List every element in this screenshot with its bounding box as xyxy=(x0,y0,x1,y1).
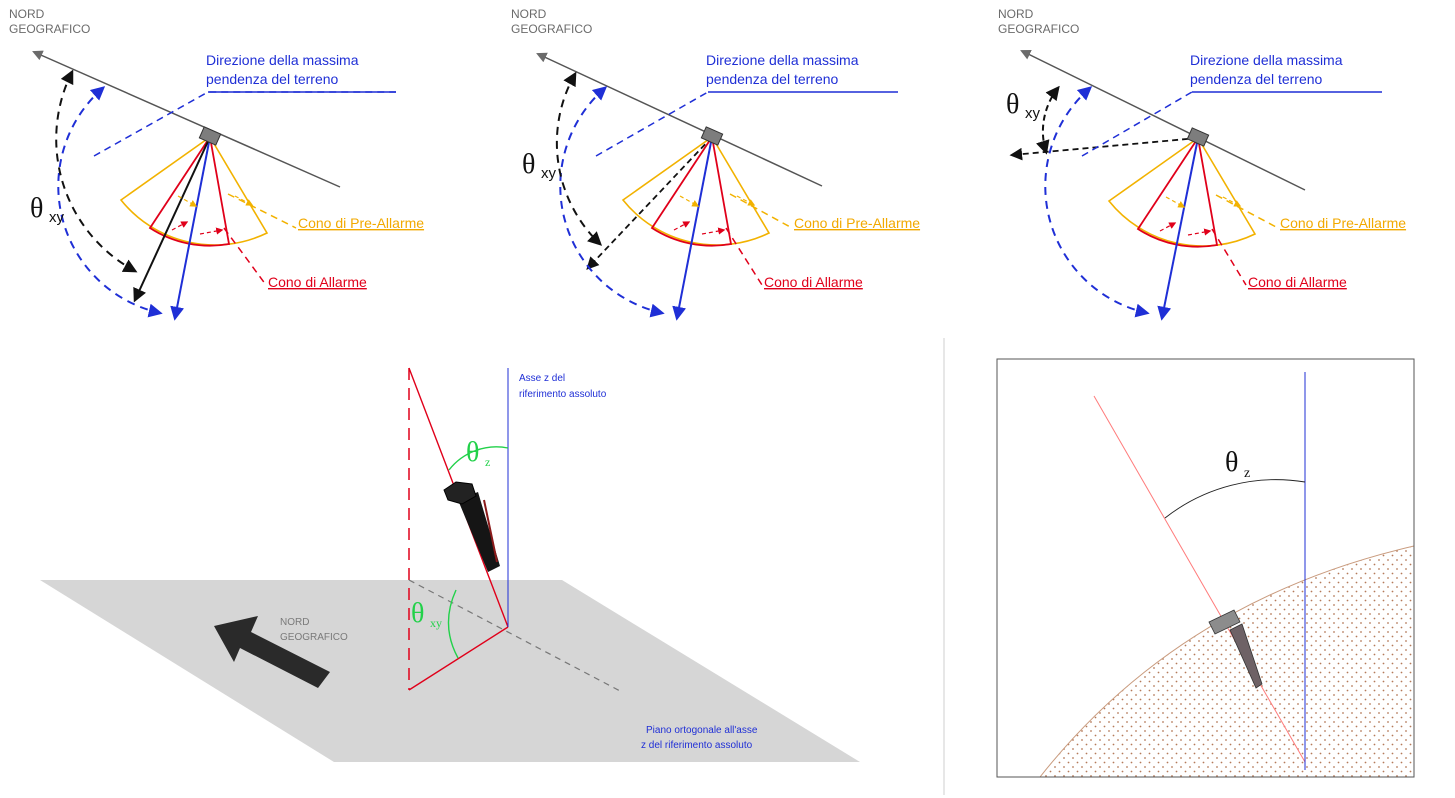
theta-xy-arc xyxy=(55,69,138,273)
north-reference-dashed-line xyxy=(408,579,623,693)
prealarm-leader-line xyxy=(1215,194,1279,229)
alarm-leader-line xyxy=(725,227,763,286)
north-axis-line xyxy=(1020,49,1306,191)
sensor-head xyxy=(1208,609,1241,635)
sensor-head xyxy=(198,126,222,146)
slope-angle-arc xyxy=(1044,86,1150,318)
alarm-arc-marker xyxy=(171,221,189,231)
prealarm-label: Cono di Pre-Allarme xyxy=(298,215,424,231)
alarm-leader-line xyxy=(1211,228,1247,286)
slope-label-line2: pendenza del terreno xyxy=(1190,71,1323,87)
prealarm-leader-line xyxy=(729,193,793,229)
theta-z-subscript: z xyxy=(485,455,490,469)
prealarm-arc-marker xyxy=(736,195,756,206)
north-label-line2: GEOGRAFICO xyxy=(9,22,90,36)
sensor-rod xyxy=(458,492,500,572)
sensor-direction-arrow xyxy=(133,136,211,303)
prealarm-arc-marker xyxy=(234,195,254,206)
theta-z-subscript: z xyxy=(1244,466,1250,481)
prealarm-leader-line xyxy=(227,193,297,229)
detail-frame xyxy=(996,358,1415,778)
slope-label-line1: Direzione della massima xyxy=(206,52,359,68)
north-label-line2: GEOGRAFICO xyxy=(998,22,1079,36)
sensor-projection-horizontal xyxy=(408,626,509,691)
alarm-label: Cono di Allarme xyxy=(764,274,863,290)
slope-angle-arc xyxy=(559,86,665,318)
alarm-arc-marker xyxy=(1187,228,1212,236)
soil-area xyxy=(1040,546,1414,777)
orientation-panel-3: NORD GEOGRAFICO Direzione della massima … xyxy=(998,7,1406,321)
ground-surface xyxy=(1039,545,1414,777)
detail-view: θ z xyxy=(996,358,1415,778)
sensor-direction-arrow xyxy=(1009,137,1199,161)
theta-xy-subscript: xy xyxy=(1025,105,1041,122)
theta-xy-symbol: θ xyxy=(30,193,43,224)
prealarm-arc-marker xyxy=(679,195,700,207)
theta-xy-symbol: θ xyxy=(1006,89,1019,120)
north-label-line1: NORD xyxy=(280,617,309,628)
plane-label-line1: Piano ortogonale all'asse xyxy=(646,725,758,736)
3d-orientation-scene: Asse z del riferimento assoluto θ z θ xy… xyxy=(40,367,860,762)
theta-xy-arc xyxy=(555,71,603,246)
alarm-arc-marker xyxy=(199,227,224,235)
sensor-head xyxy=(700,126,724,146)
slope-direction-arrow xyxy=(1157,137,1199,321)
theta-xy-symbol: θ xyxy=(411,598,424,629)
alarm-arc-marker xyxy=(1159,222,1177,232)
alarm-label: Cono di Allarme xyxy=(268,274,367,290)
alarm-label: Cono di Allarme xyxy=(1248,274,1347,290)
slope-direction-arrow xyxy=(672,136,713,321)
sensor-head xyxy=(1186,127,1210,147)
theta-xy-arc xyxy=(447,589,459,659)
north-arrow xyxy=(214,616,330,688)
alarm-cone xyxy=(1136,135,1219,248)
prealarm-cone xyxy=(119,135,269,246)
z-axis-label-line1: Asse z del xyxy=(519,373,565,384)
alarm-cone xyxy=(650,134,733,247)
theta-xy-subscript: xy xyxy=(49,209,65,226)
sensor-rod xyxy=(1229,623,1263,689)
alarm-arc-marker xyxy=(673,221,691,231)
prealarm-arc-marker xyxy=(1222,196,1242,207)
theta-z-arc xyxy=(1164,479,1306,519)
theta-xy-subscript: xy xyxy=(541,165,557,182)
slope-label-line1: Direzione della massima xyxy=(1190,52,1343,68)
prealarm-label: Cono di Pre-Allarme xyxy=(794,215,920,231)
sensor-direction-arrow xyxy=(586,136,713,270)
slope-leader-line xyxy=(93,91,396,157)
theta-xy-symbol: θ xyxy=(522,149,535,180)
prealarm-arc-marker xyxy=(1165,196,1186,208)
slope-leader-line xyxy=(1081,91,1193,157)
north-label-line2: GEOGRAFICO xyxy=(511,22,592,36)
orientation-panel-2: NORD GEOGRAFICO Direzione della massima … xyxy=(511,7,920,321)
orientation-panel-1: NORD GEOGRAFICO Direzione della massima … xyxy=(9,7,424,321)
plane-label-line2: z del riferimento assoluto xyxy=(641,740,753,751)
theta-xy-subscript: xy xyxy=(430,616,442,630)
z-axis-label-line2: riferimento assoluto xyxy=(519,389,607,400)
alarm-arc-marker xyxy=(701,227,726,235)
sensor-head xyxy=(443,481,477,505)
north-label-line1: NORD xyxy=(998,7,1034,21)
north-label-line1: NORD xyxy=(511,7,547,21)
prealarm-arc-marker xyxy=(177,195,198,207)
theta-z-symbol: θ xyxy=(466,437,479,468)
slope-label-line2: pendenza del terreno xyxy=(206,71,339,87)
theta-xy-arc xyxy=(1036,85,1060,155)
sensor-rod-highlight xyxy=(483,499,498,563)
north-label-line2: GEOGRAFICO xyxy=(280,632,348,643)
theta-z-symbol: θ xyxy=(1225,447,1238,478)
slope-label-line2: pendenza del terreno xyxy=(706,71,839,87)
north-label-line1: NORD xyxy=(9,7,45,21)
alarm-cone xyxy=(148,134,231,247)
slope-label-line1: Direzione della massima xyxy=(706,52,859,68)
slope-direction-arrow xyxy=(170,136,211,321)
sensor-axis-line xyxy=(1093,395,1306,763)
slope-leader-line xyxy=(595,91,709,157)
theta-z-arc xyxy=(448,446,509,471)
prealarm-label: Cono di Pre-Allarme xyxy=(1280,215,1406,231)
